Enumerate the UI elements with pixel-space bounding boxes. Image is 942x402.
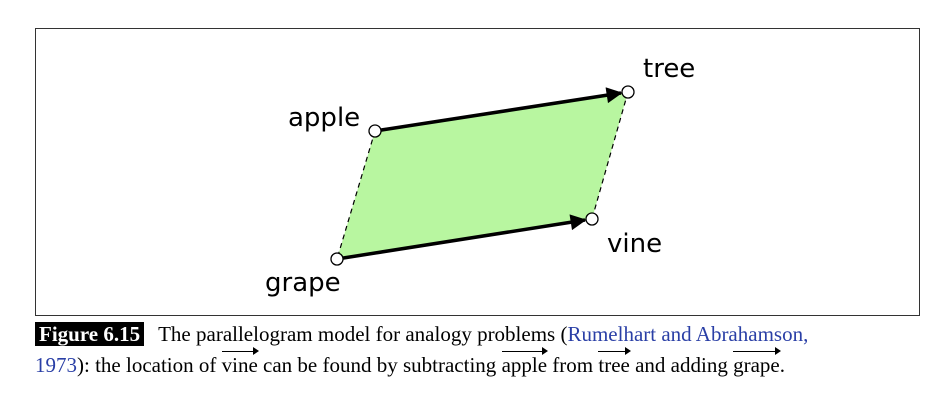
figure-box: apple tree vine grape <box>35 28 920 316</box>
caption-text: and adding <box>629 353 734 377</box>
node-vine <box>585 212 599 226</box>
figure-label: Figure 6.15 <box>35 322 145 346</box>
node-apple <box>368 124 382 138</box>
label-tree: tree <box>643 54 695 84</box>
node-grape <box>330 252 344 266</box>
parallelogram-area <box>337 92 628 259</box>
citation-link[interactable]: Rumelhart and Abrahamson, <box>567 322 809 346</box>
vector-tree: tree <box>598 347 632 381</box>
caption-text: ): the location of <box>77 353 222 377</box>
edge-apple-grape <box>336 130 376 260</box>
vector-vine: vine <box>221 347 259 381</box>
caption-text: . <box>779 353 785 377</box>
vector-apple: apple <box>501 347 549 381</box>
arrow-grape-to-vine <box>336 214 587 261</box>
caption-text: from <box>547 353 599 377</box>
node-tree <box>621 85 635 99</box>
edge-tree-vine <box>591 91 629 220</box>
figure-caption: Figure 6.15 The parallelogram model for a… <box>35 319 925 381</box>
parallelogram-diagram: apple tree vine grape <box>265 54 695 298</box>
label-grape: grape <box>265 268 341 298</box>
citation-year-link[interactable]: 1973 <box>35 353 77 377</box>
label-apple: apple <box>288 103 360 133</box>
arrow-apple-to-tree <box>374 87 623 133</box>
caption-text: can be found by subtracting <box>257 353 502 377</box>
vector-grape: grape <box>733 347 781 381</box>
caption-text: The parallelogram model for analogy prob… <box>158 322 568 346</box>
label-vine: vine <box>607 229 662 259</box>
